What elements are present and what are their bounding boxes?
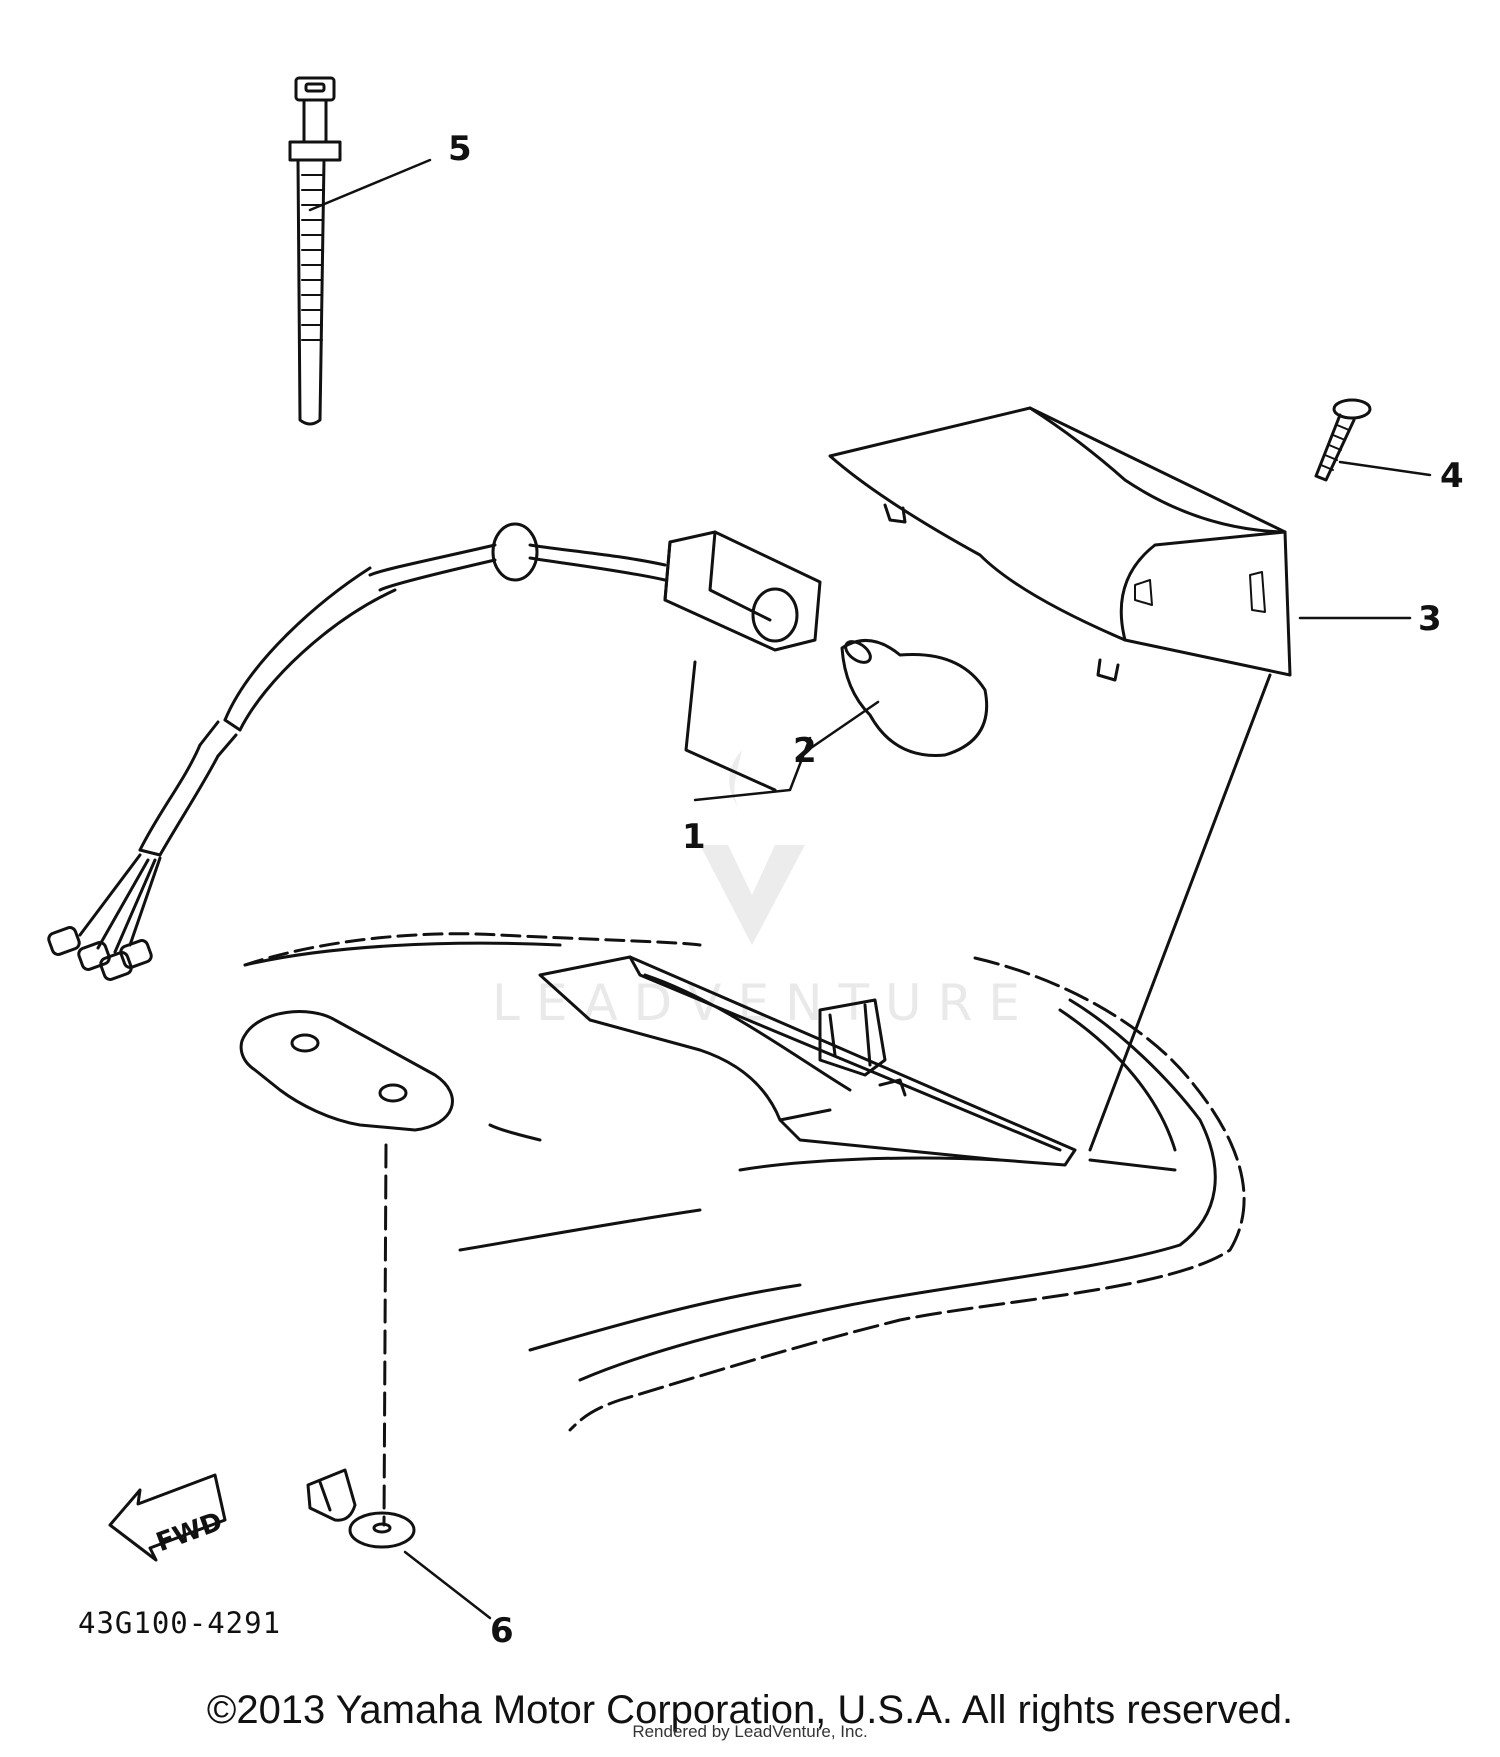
copyright-notice: ©2013 Yamaha Motor Corporation, U.S.A. A…	[206, 1688, 1294, 1732]
rendered-by-note: Rendered by LeadVenture, Inc.	[632, 1722, 868, 1741]
fwd-label: FWD	[152, 1507, 226, 1558]
leader-lines	[308, 158, 1432, 1620]
part-3-lens-cover	[828, 406, 1292, 682]
part-4-screw	[1314, 398, 1372, 482]
watermark-text: LEADVENTURE	[492, 974, 1036, 1032]
part-6-plate-clip	[239, 1010, 454, 1549]
part-1-socket-harness	[47, 522, 822, 981]
hull-deck	[243, 673, 1272, 1432]
callout-2: 2	[793, 731, 817, 771]
fwd-arrow-icon	[108, 1473, 227, 1562]
callout-1: 1	[682, 817, 706, 857]
callout-6: 6	[490, 1611, 514, 1651]
part-code: 43G100-4291	[78, 1606, 281, 1640]
part-5-cable-tie	[288, 76, 342, 426]
callout-5: 5	[448, 129, 472, 169]
callout-4: 4	[1440, 456, 1464, 496]
callout-3: 3	[1418, 599, 1442, 639]
part-2-bulb	[840, 638, 989, 757]
